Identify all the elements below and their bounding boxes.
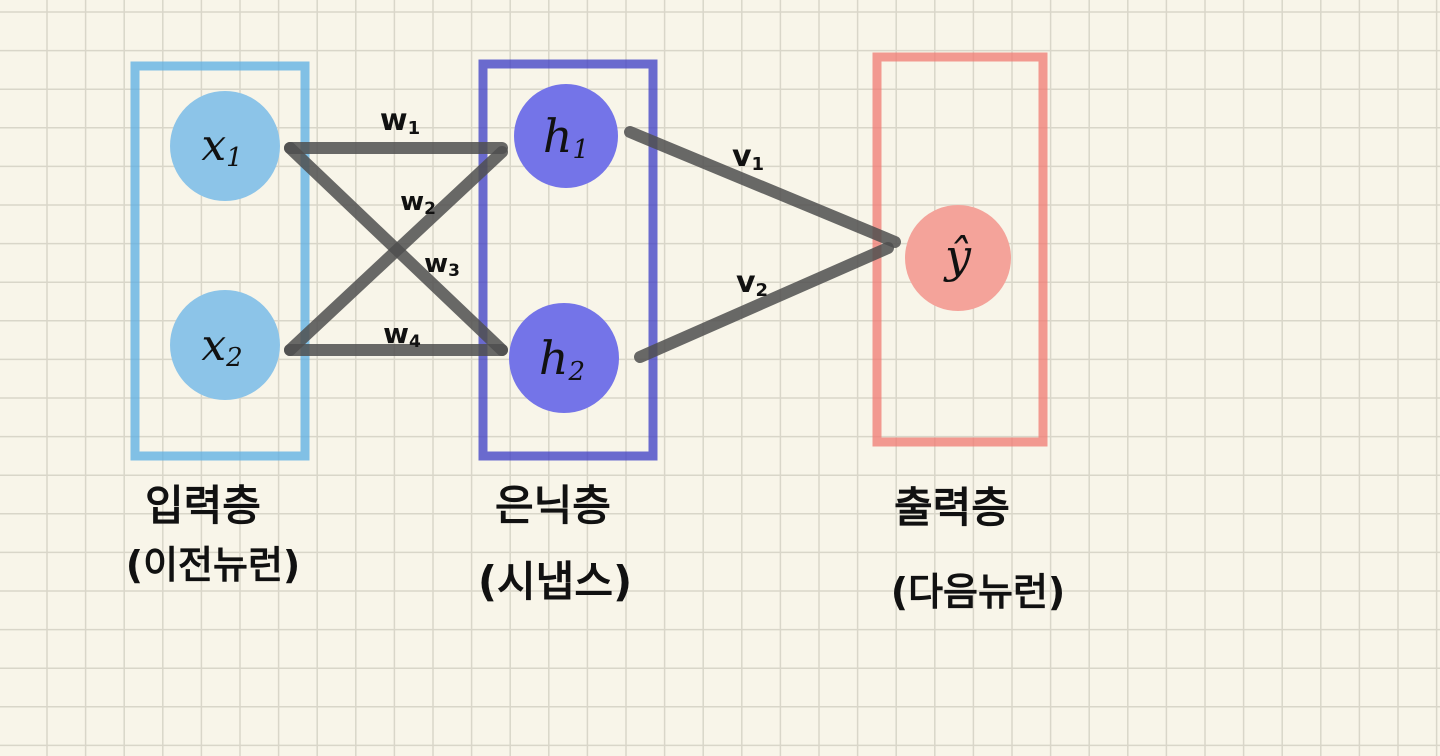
node-h1: h1	[514, 84, 618, 188]
svg-text:x2: x2	[201, 320, 242, 373]
svg-text:w4: w4	[383, 317, 421, 352]
edge-label-w2: w	[400, 187, 424, 217]
edges	[284, 126, 901, 363]
node-h1-symbol: h	[543, 109, 573, 163]
svg-text:v2: v2	[736, 265, 768, 301]
svg-text:h1: h1	[543, 109, 589, 165]
edge-label-w3: w	[424, 249, 448, 279]
svg-text:ŷ: ŷ	[943, 229, 972, 283]
svg-text:v1: v1	[732, 139, 764, 175]
hidden-layer-subtitle: (시냅스)	[478, 557, 632, 606]
node-x1-symbol: x	[201, 120, 226, 171]
edge-label-w1: w	[380, 103, 408, 138]
node-h2: h2	[509, 303, 619, 413]
svg-text:w3: w3	[424, 249, 460, 281]
node-h1-subscript: 1	[573, 135, 590, 165]
edge-label-v2-sub: 2	[756, 280, 769, 301]
edge-label-w4-sub: 4	[409, 332, 421, 352]
node-x2: x2	[170, 290, 280, 400]
edge-label-w4: w	[383, 317, 409, 350]
node-h2-symbol: h	[539, 331, 569, 385]
node-y-hat-symbol: ŷ	[943, 229, 972, 283]
node-y-hat: ŷ	[905, 205, 1011, 311]
output-layer-title: 출력층	[894, 483, 1010, 532]
input-layer-subtitle: (이전뉴런)	[126, 543, 301, 587]
edge-h1-y	[624, 126, 901, 248]
node-x2-symbol: x	[201, 320, 226, 371]
input-layer-box	[130, 61, 310, 461]
node-x2-subscript: 2	[225, 343, 243, 373]
svg-text:w1: w1	[380, 103, 420, 139]
edge-label-v1-sub: 1	[752, 154, 765, 175]
edge-label-w1-sub: 1	[408, 118, 421, 139]
node-x1: x1	[170, 91, 280, 201]
input-layer-title: 입력층	[145, 481, 261, 530]
edge-label-w3-sub: 3	[448, 261, 460, 281]
svg-text:w2: w2	[400, 187, 436, 219]
node-x1-subscript: 1	[226, 143, 243, 173]
edge-h2-y	[634, 242, 894, 363]
edge-label-w2-sub: 2	[424, 199, 436, 219]
node-h2-subscript: 2	[568, 357, 586, 387]
edge-label-v1: v	[732, 139, 752, 174]
svg-text:h2: h2	[539, 331, 585, 387]
svg-text:x1: x1	[201, 120, 242, 173]
edge-label-v2: v	[736, 265, 756, 300]
output-layer-subtitle: (다음뉴런)	[891, 570, 1066, 614]
hidden-layer-box	[478, 59, 658, 461]
hidden-layer-title: 은닉층	[495, 481, 611, 530]
edge-x2-h1	[284, 146, 508, 356]
